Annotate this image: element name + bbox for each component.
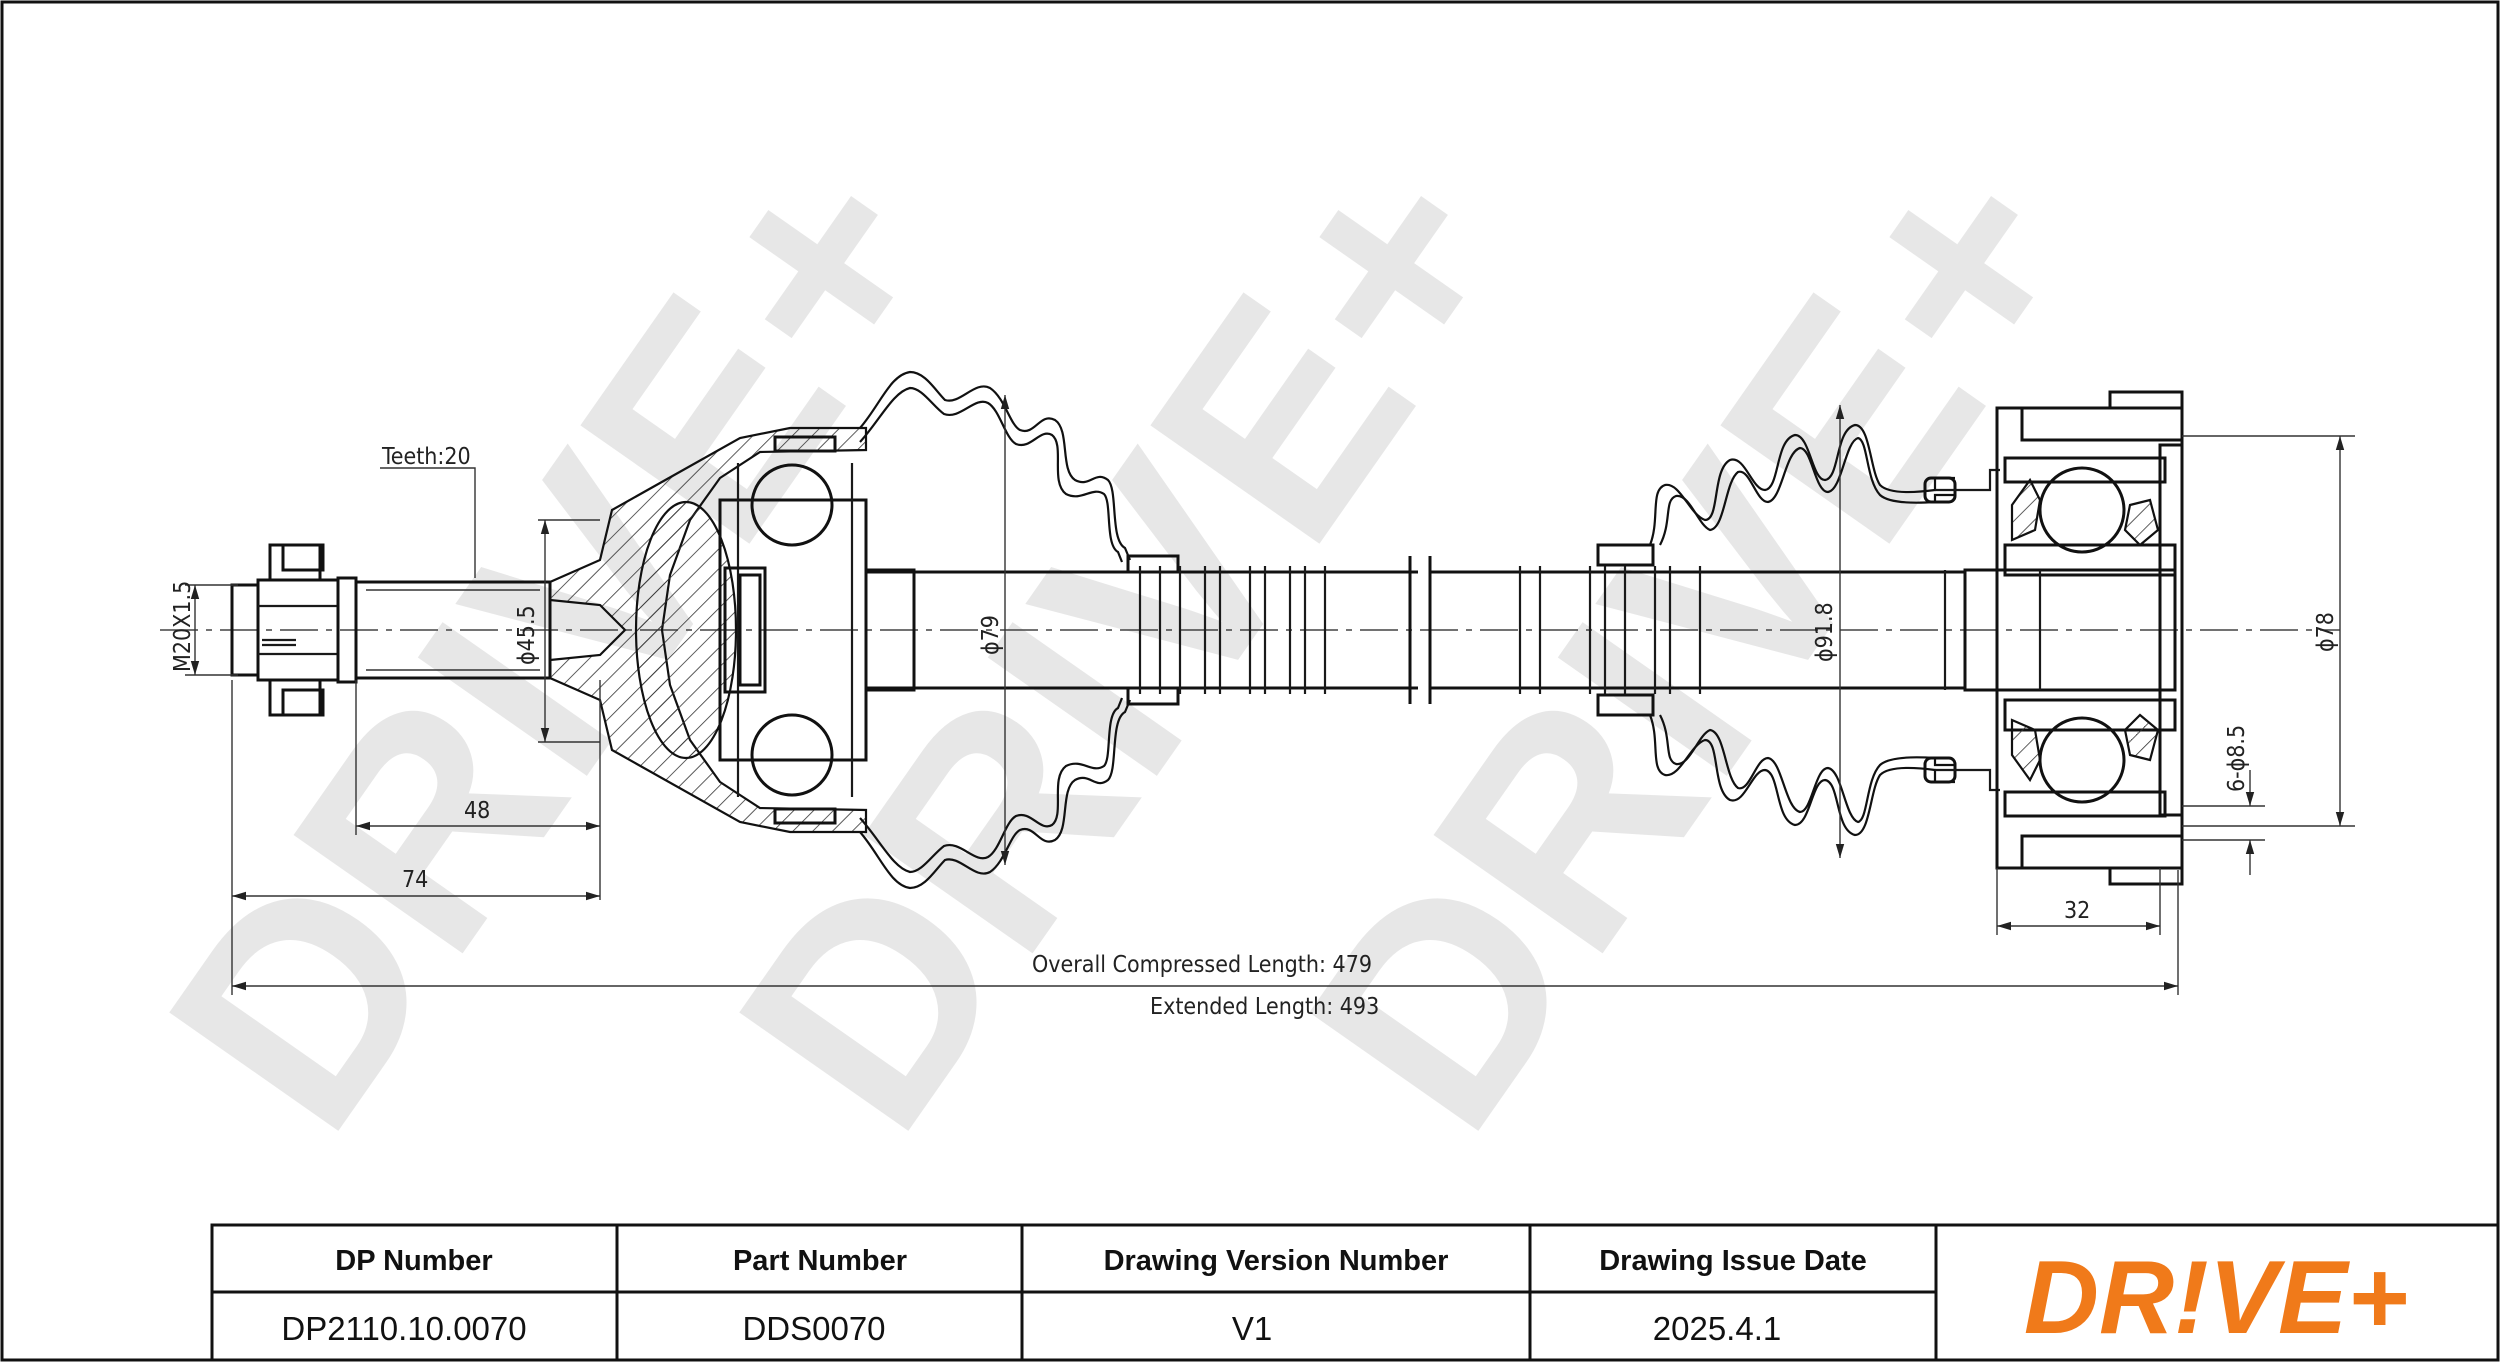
dim-boot-inner-diameter: ϕ79 <box>978 615 1004 655</box>
dimensions: Teeth:20 M20X1.5 ϕ45.5 ϕ79 ϕ91.8 ϕ78 6-ϕ… <box>170 395 2355 1020</box>
value-issue-date: 2025.4.1 <box>1653 1310 1781 1347</box>
threaded-stub <box>230 543 552 717</box>
dim-length-74: 74 <box>402 867 428 893</box>
header-dp-number: DP Number <box>335 1245 492 1277</box>
dim-boot-outer-diameter: ϕ91.8 <box>1812 602 1838 662</box>
title-block: DP Number Part Number Drawing Version Nu… <box>210 1223 2500 1362</box>
inner-boot <box>1596 423 2000 837</box>
dim-length-32: 32 <box>2064 898 2090 924</box>
header-issue-date: Drawing Issue Date <box>1599 1245 1867 1277</box>
inner-cv-joint-flange <box>1963 390 2184 886</box>
dim-flange-diameter: ϕ78 <box>2313 612 2339 652</box>
outer-boot <box>859 370 1180 890</box>
dim-shaft-diameter: ϕ45.5 <box>514 605 540 665</box>
value-part-number: DDS0070 <box>742 1310 885 1347</box>
header-drawing-version: Drawing Version Number <box>1104 1245 1449 1277</box>
dim-length-48: 48 <box>464 798 490 824</box>
dim-teeth-label: Teeth:20 <box>381 444 471 470</box>
dim-holes-label: 6-ϕ8.5 <box>2224 725 2250 792</box>
value-dp-number: DP2110.10.0070 <box>281 1310 526 1347</box>
dim-extended-length: Extended Length: 493 <box>1150 994 1379 1020</box>
brand-logo: DR!VE+ <box>2024 1240 2408 1356</box>
header-part-number: Part Number <box>733 1245 907 1277</box>
dim-overall-length: Overall Compressed Length: 479 <box>1032 952 1372 978</box>
value-drawing-version: V1 <box>1232 1310 1272 1347</box>
dim-thread-label: M20X1.5 <box>170 581 196 672</box>
main-shaft <box>864 556 1965 704</box>
outer-cv-joint <box>548 426 868 834</box>
